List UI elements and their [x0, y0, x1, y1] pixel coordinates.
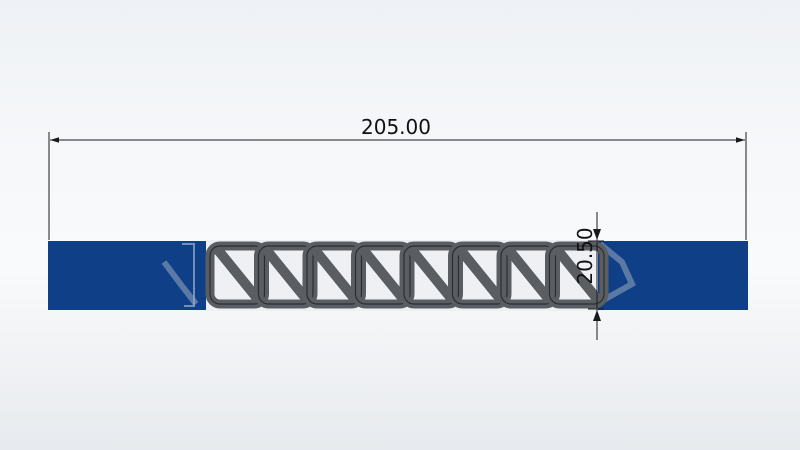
left-end-block — [48, 241, 206, 310]
chain-link-diagonal — [310, 245, 361, 305]
chain-link — [254, 241, 318, 309]
chain-link-edge — [451, 245, 508, 305]
chain-link-edge — [306, 245, 363, 305]
left-block-edge — [182, 243, 195, 307]
height-arrow-bottom — [593, 310, 601, 321]
chain-links — [205, 240, 609, 311]
chain-link-edge — [354, 245, 411, 305]
height-arrow-top — [593, 229, 601, 240]
height-dimension-value[interactable]: 20.50 — [573, 227, 597, 284]
length-dimension-value[interactable]: 205.00 — [361, 115, 431, 139]
chain-link-diagonal — [455, 245, 506, 305]
chain-link — [545, 241, 609, 309]
right-block-bevel — [598, 241, 636, 305]
right-end-block — [598, 241, 748, 310]
chain-link-edge — [209, 245, 266, 305]
chain-link — [302, 241, 366, 309]
chain-link — [496, 241, 560, 309]
chain-link-diagonal — [504, 245, 555, 305]
chain-link-edge — [500, 245, 557, 305]
chain-link — [448, 241, 512, 309]
chain-link-diagonal — [358, 245, 409, 305]
chain-link-edge — [257, 245, 314, 305]
chain-link-diagonal — [261, 245, 312, 305]
left-block-bevel — [161, 260, 199, 306]
chain-link — [205, 241, 269, 309]
chain-link-diagonal — [213, 245, 264, 305]
chain-link-diagonal — [552, 245, 603, 305]
chain-link-edge — [548, 245, 605, 305]
chain-link-diagonal — [407, 245, 458, 305]
chain-link — [351, 241, 415, 309]
chain-link-edge — [403, 245, 460, 305]
chain-link — [399, 241, 463, 309]
